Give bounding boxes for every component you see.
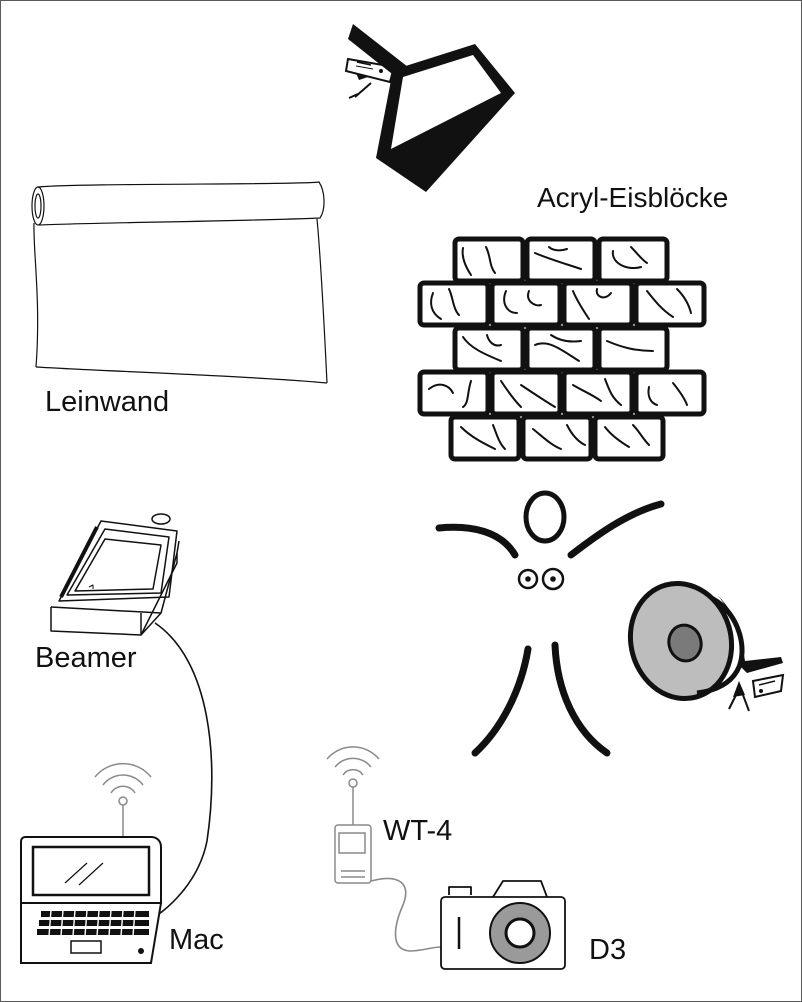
laptop-label: Mac (169, 924, 224, 956)
projection-screen-icon (31, 181, 328, 384)
wireless-transmitter-icon (334, 824, 372, 884)
camera-label: D3 (589, 934, 627, 966)
person-figure-icon (435, 490, 665, 757)
beauty-dish-light-icon (627, 581, 785, 712)
transmitter-label: WT-4 (383, 815, 453, 847)
ice-blocks-label: Acryl-Eisblöcke (537, 182, 729, 213)
projector-label: Beamer (35, 642, 137, 674)
softbox-light-icon (344, 24, 515, 192)
projector-cable (140, 622, 213, 926)
screen-label: Leinwand (45, 386, 170, 418)
ice-block-wall-icon (417, 236, 707, 462)
laptop-icon (20, 836, 163, 964)
laptop-wifi-icon (94, 762, 152, 839)
transmitter-cable (370, 877, 442, 952)
camera-icon (440, 880, 566, 970)
projector-icon (50, 513, 180, 636)
transmitter-wifi-icon (326, 746, 380, 825)
